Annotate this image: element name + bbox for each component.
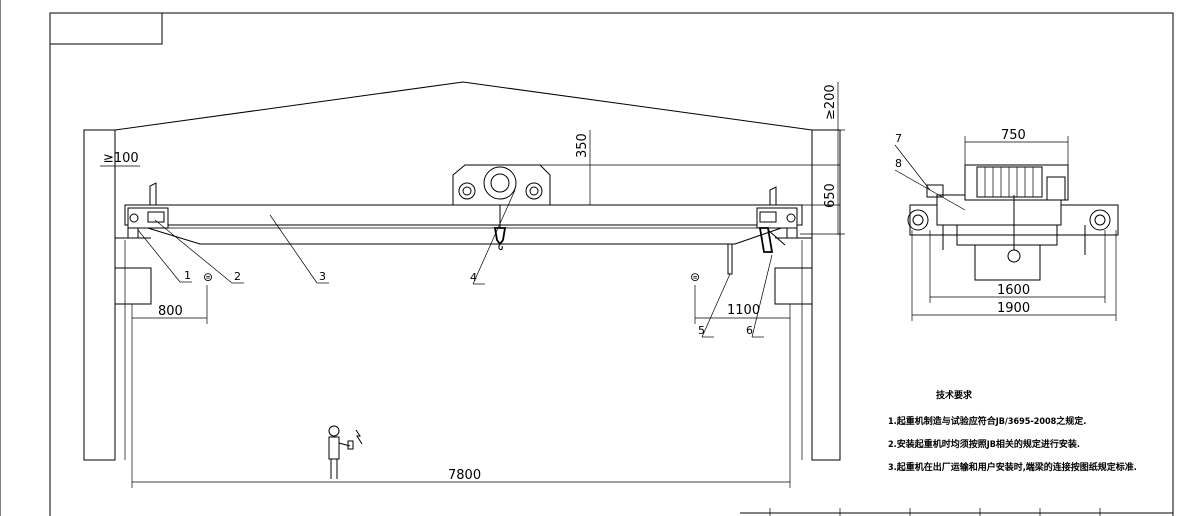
notes-item-3: 3.起重机在出厂运输和用户安装时,端梁的连接按图纸规定标准. [888, 461, 1137, 473]
dim-girder-to-rail: 650 [823, 183, 838, 208]
hoist-trolley [452, 164, 551, 251]
svg-text:⊜: ⊜ [203, 270, 213, 284]
part-label-4: 4 [470, 271, 477, 284]
dim-overall-width: 1900 [997, 301, 1030, 316]
svg-text:⊜: ⊜ [690, 270, 700, 284]
part-label-7: 7 [895, 132, 902, 145]
left-column [83, 129, 116, 461]
operator-figure [328, 425, 363, 479]
part-label-6: 6 [746, 324, 753, 337]
part-label-1: 1 [184, 269, 191, 282]
dim-clearance-top: ≥200 [823, 84, 838, 120]
dimension-texts: 7800 800 1100 ≥100 350 650 ≥200 [103, 84, 838, 483]
part-label-8: 8 [895, 157, 902, 170]
dim-gauge: 1600 [997, 283, 1030, 298]
part-labels: 1 2 3 4 5 6 7 8 [184, 132, 902, 337]
building [83, 81, 841, 461]
dim-right-approach: 1100 [727, 303, 760, 318]
dim-trolley-width: 750 [1001, 128, 1026, 143]
part-leaders [137, 189, 773, 338]
part-label-5: 5 [698, 324, 705, 337]
main-girder: ⊜ ⊜ [124, 182, 803, 284]
part-label-3: 3 [319, 270, 326, 283]
right-column [811, 129, 841, 461]
notes-item-1: 1.起重机制造与试验应符合JB/3695-2008之规定. [888, 415, 1086, 427]
side-view-dimensions: 750 1600 1900 [894, 128, 1117, 321]
notes-title: 技术要求 [936, 389, 973, 401]
dim-hook-height: 350 [575, 133, 590, 158]
part-label-2: 2 [234, 270, 241, 283]
rail-supports [114, 237, 813, 305]
notes-item-2: 2.安装起重机时均须按照JB相关的规定进行安装. [888, 438, 1080, 450]
dim-span: 7800 [448, 468, 481, 483]
dim-clearance-side: ≥100 [103, 151, 139, 166]
dimension-lines [100, 82, 845, 488]
side-view [907, 164, 1119, 281]
technical-notes: 技术要求 1.起重机制造与试验应符合JB/3695-2008之规定. 2.安装起… [888, 389, 1137, 473]
dim-left-approach: 800 [158, 304, 183, 319]
